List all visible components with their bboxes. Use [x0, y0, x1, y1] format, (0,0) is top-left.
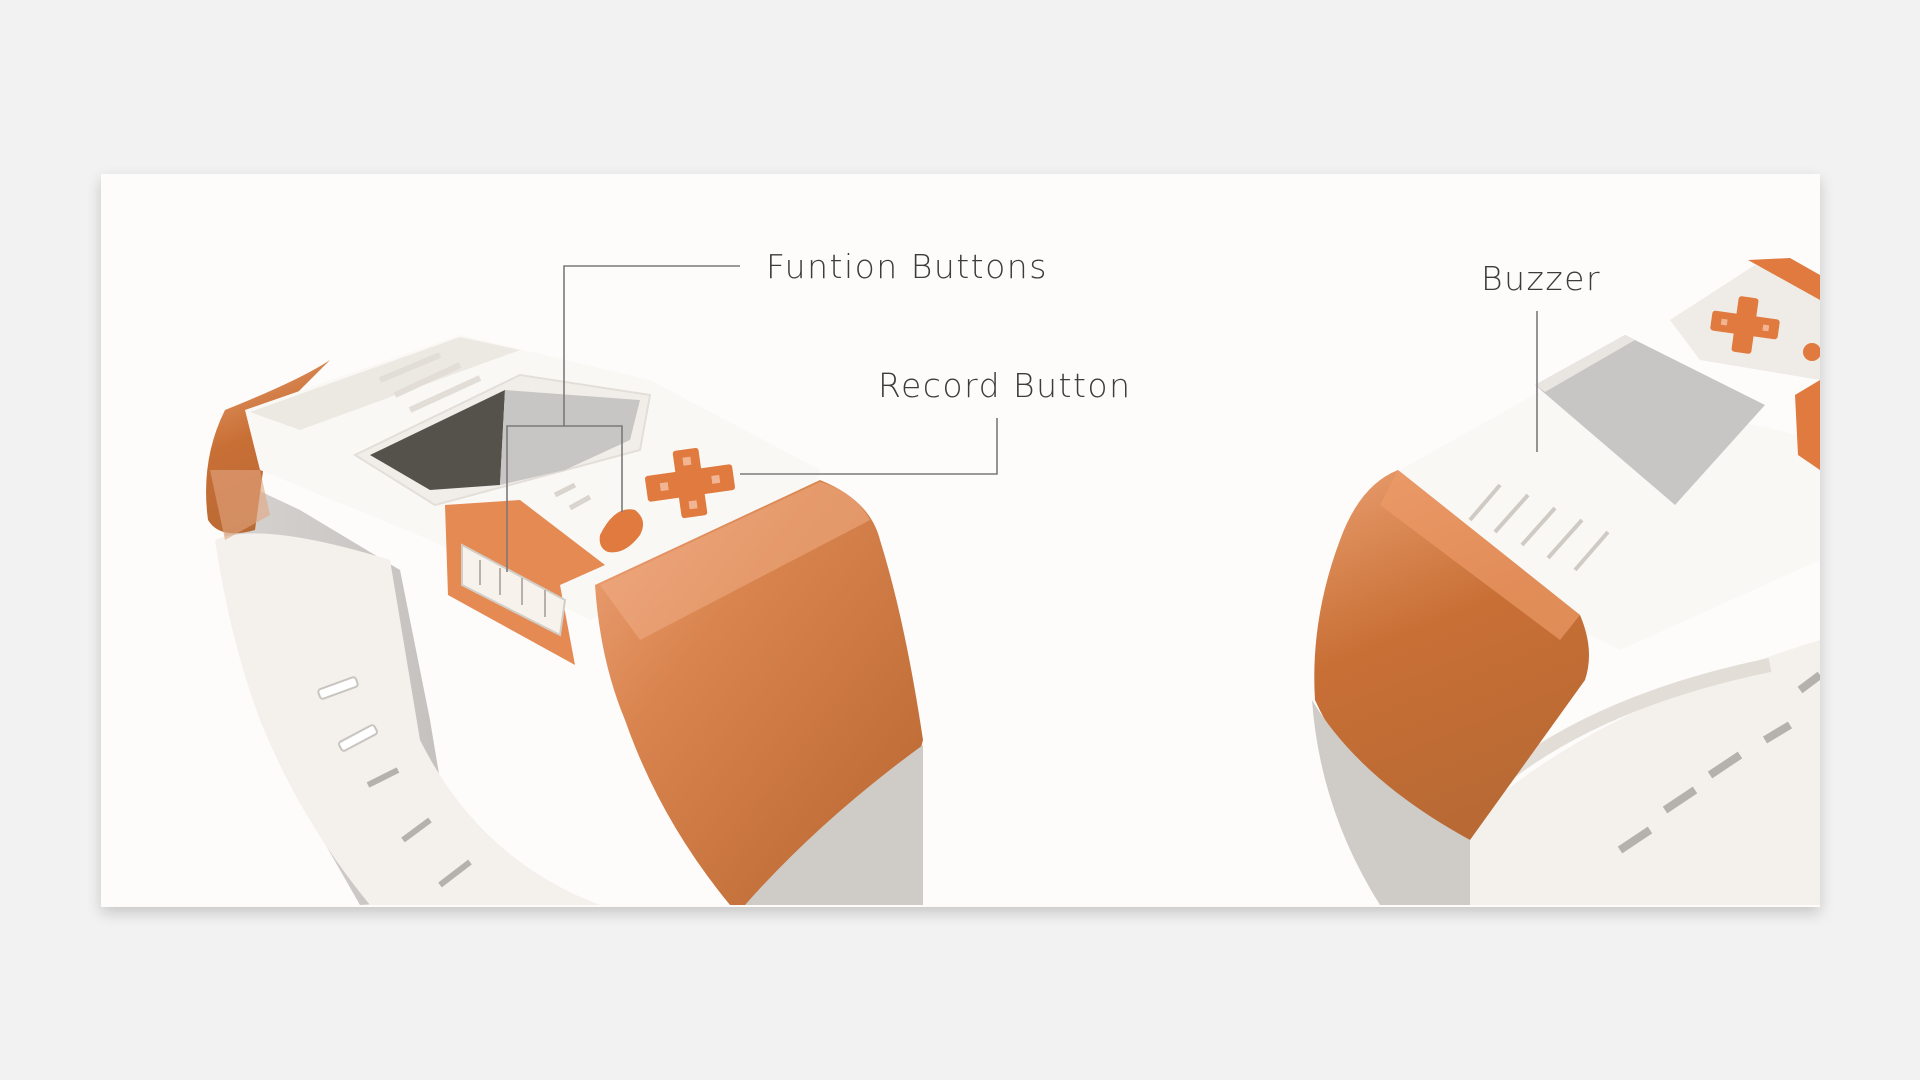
callout-record-button: Record Button	[740, 366, 1132, 475]
dpad-right	[1710, 296, 1780, 354]
callout-buzzer-label: Buzzer	[1481, 259, 1601, 298]
callout-record-button-label: Record Button	[878, 366, 1132, 405]
callout-function-buttons-label: Funtion Buttons	[766, 247, 1048, 286]
callout-function-buttons: Funtion Buttons	[506, 247, 1048, 572]
left-watch-render	[206, 335, 923, 905]
right-watch-render	[1312, 258, 1820, 905]
dpad-left	[645, 447, 735, 519]
callout-buzzer: Buzzer	[1481, 259, 1601, 452]
